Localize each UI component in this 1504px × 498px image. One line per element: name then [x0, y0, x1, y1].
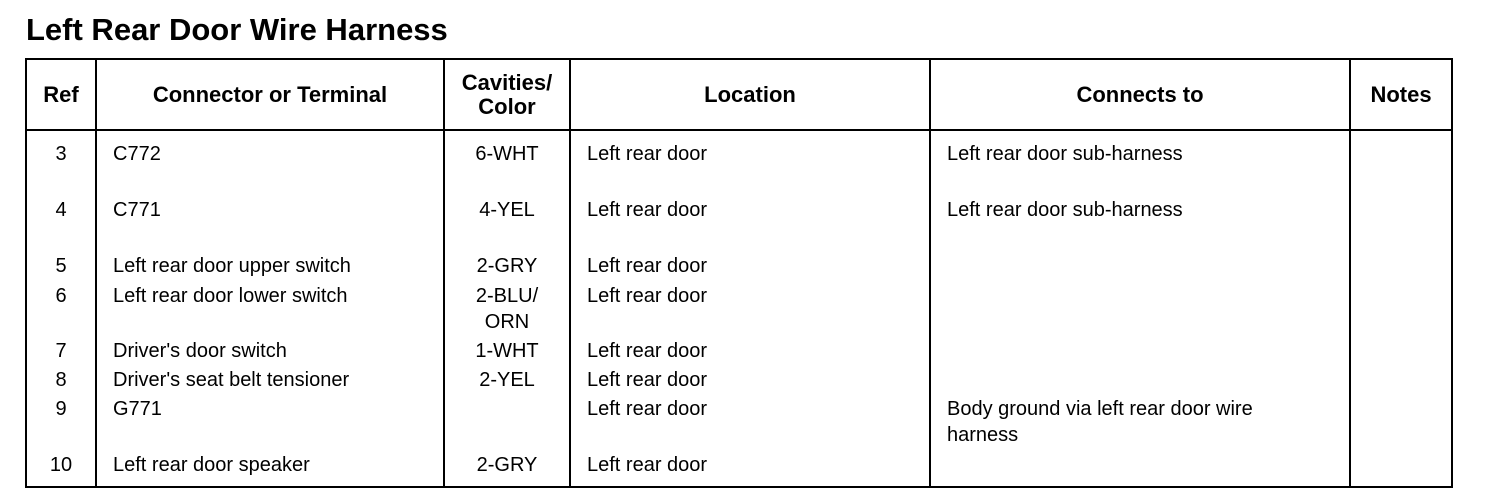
cell-connector: Driver's seat belt tensioner [113, 369, 350, 391]
cell-cavities: 2-BLU/ ORN [475, 285, 539, 333]
table-header-row: Ref Connector or Terminal Cavities/ Colo… [27, 60, 1451, 131]
page-title: Left Rear Door Wire Harness [26, 12, 448, 47]
cell-cavities: 2-GRY [476, 454, 538, 476]
cell-ref: 7 [55, 340, 67, 362]
header-ref: Ref [43, 81, 79, 107]
cell-cavities: 1-WHT [475, 340, 539, 362]
cell-ref: 5 [55, 255, 67, 277]
cell-location: Left rear door [587, 340, 708, 362]
cell-location: Left rear door [587, 285, 708, 307]
cell-ref: 4 [55, 199, 67, 221]
cell-ref: 10 [49, 454, 73, 476]
column-divider [443, 60, 445, 486]
cell-cavities: 2-YEL [479, 369, 535, 391]
cell-location: Left rear door [587, 369, 708, 391]
cell-cavities: 4-YEL [479, 199, 535, 221]
wire-harness-table: Ref Connector or Terminal Cavities/ Colo… [25, 58, 1453, 488]
cell-ref: 8 [55, 369, 67, 391]
cell-ref: 3 [55, 143, 67, 165]
cell-connector: C771 [113, 199, 161, 221]
cell-connects-to: Left rear door sub-harness [947, 199, 1183, 221]
cell-ref: 9 [55, 398, 67, 420]
header-location: Location [704, 81, 796, 107]
header-notes: Notes [1370, 81, 1432, 107]
column-divider [95, 60, 97, 486]
cell-connects-to: Left rear door sub-harness [947, 143, 1183, 165]
cell-connector: G771 [113, 398, 162, 420]
column-divider [929, 60, 931, 486]
column-divider [569, 60, 571, 486]
cell-location: Left rear door [587, 143, 708, 165]
column-divider [1349, 60, 1351, 486]
header-connector: Connector or Terminal [152, 81, 388, 107]
cell-connects-to: Body ground via left rear door wire harn… [947, 398, 1253, 446]
cell-location: Left rear door [587, 454, 708, 476]
cell-location: Left rear door [587, 199, 708, 221]
cell-location: Left rear door [587, 255, 708, 277]
cell-connector: Left rear door upper switch [113, 255, 351, 277]
header-cavities: Cavities/ Color [461, 69, 553, 119]
cell-location: Left rear door [587, 398, 708, 420]
cell-ref: 6 [55, 285, 67, 307]
header-connects-to: Connects to [1076, 81, 1204, 107]
cell-connector: Left rear door speaker [113, 454, 310, 476]
cell-cavities: 6-WHT [475, 143, 539, 165]
cell-connector: C772 [113, 143, 161, 165]
cell-cavities: 2-GRY [476, 255, 538, 277]
cell-connector: Driver's door switch [113, 340, 287, 362]
cell-connector: Left rear door lower switch [113, 285, 348, 307]
